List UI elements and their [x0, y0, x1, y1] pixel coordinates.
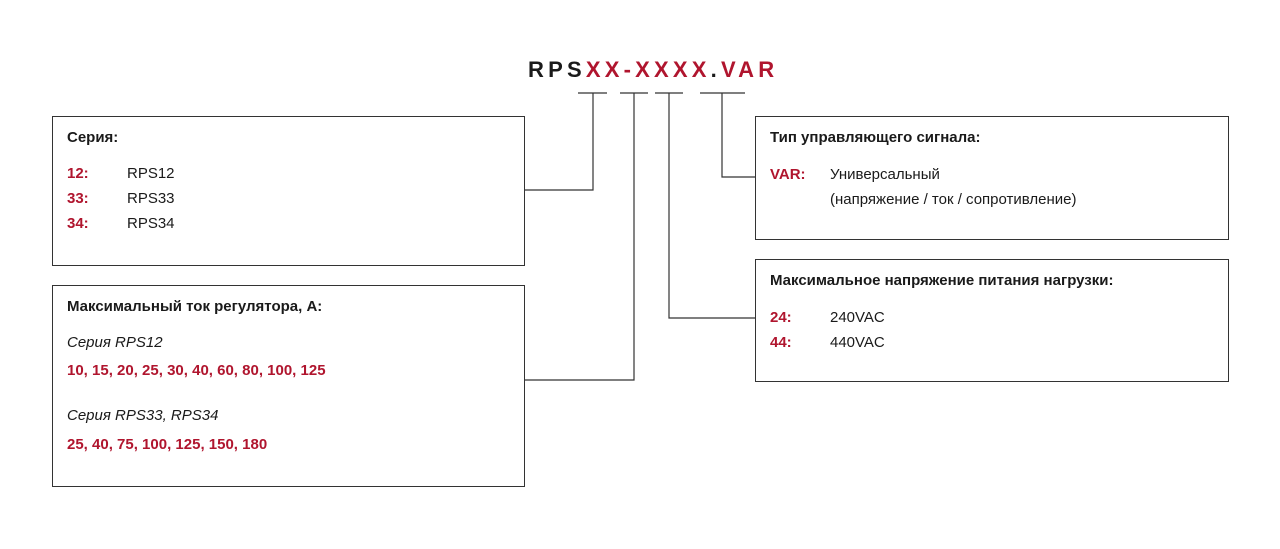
code-dot: . [710, 57, 721, 82]
series-title: Серия: [67, 129, 119, 146]
code-prefix: RPS [528, 57, 586, 82]
voltage-title: Максимальное напряжение питания нагрузки… [770, 272, 1114, 289]
voltage-box: Максимальное напряжение питания нагрузки… [755, 259, 1229, 382]
code-current: XX [635, 57, 673, 82]
connector-series [525, 93, 594, 191]
signal-title: Тип управляющего сигнала: [770, 129, 981, 146]
voltage-item: 24:240VAC [770, 309, 885, 326]
code-signal: VAR [720, 57, 779, 82]
current-group-label: Серия RPS33, RPS34 [67, 407, 219, 424]
code-dash: - [623, 57, 636, 82]
series-item: 33:RPS33 [67, 190, 175, 207]
current-title: Максимальный ток регулятора, А: [67, 298, 323, 315]
current-box: Максимальный ток регулятора, А: Серия RP… [52, 285, 525, 487]
code-voltage: XX [672, 57, 711, 82]
signal-box: Тип управляющего сигнала: VAR:Универсаль… [755, 116, 1229, 240]
current-group-values: 10, 15, 20, 25, 30, 40, 60, 80, 100, 125 [67, 362, 326, 379]
current-group-label: Серия RPS12 [67, 334, 163, 351]
connector-signal [721, 93, 755, 178]
current-group-values: 25, 40, 75, 100, 125, 150, 180 [67, 436, 268, 453]
product-code: RPSXX-XXXX.VAR [528, 57, 778, 83]
connector-current [525, 93, 635, 381]
signal-item: VAR:Универсальный [770, 166, 940, 183]
code-series: XX [585, 57, 624, 82]
series-box: Серия: 12:RPS12 33:RPS33 34:RPS34 [52, 116, 525, 266]
connector-voltage [668, 93, 755, 319]
signal-item-detail: (напряжение / ток / сопротивление) [830, 191, 1077, 208]
series-item: 34:RPS34 [67, 215, 175, 232]
series-item: 12:RPS12 [67, 165, 175, 182]
voltage-item: 44:440VAC [770, 334, 885, 351]
